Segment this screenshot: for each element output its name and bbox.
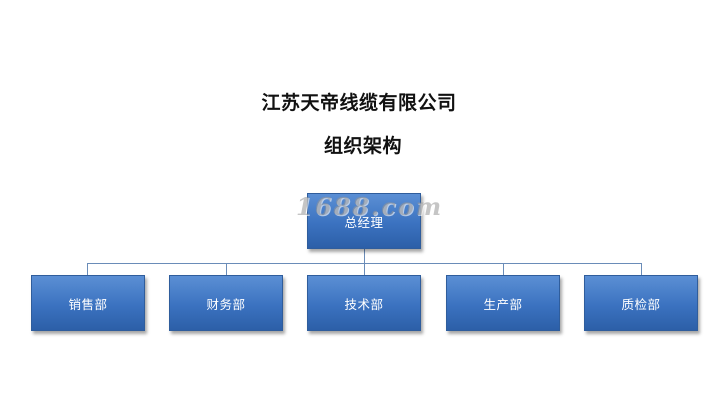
chart-subtitle: 组织架构 (323, 135, 402, 157)
connector-drop (503, 263, 504, 275)
connector-drop (87, 263, 88, 275)
connector-drop (364, 263, 365, 275)
org-node-production[interactable]: 生产部 (446, 275, 560, 331)
org-node-technology[interactable]: 技术部 (307, 275, 421, 331)
org-node-general-manager[interactable]: 总经理 (307, 193, 421, 249)
connector-root-stem (364, 249, 365, 264)
org-node-sales[interactable]: 销售部 (31, 275, 145, 331)
org-node-finance[interactable]: 财务部 (169, 275, 283, 331)
company-title: 江苏天帝线缆有限公司 (261, 92, 457, 114)
connector-drop (641, 263, 642, 275)
org-node-quality-inspection[interactable]: 质检部 (584, 275, 698, 331)
connector-drop (226, 263, 227, 275)
